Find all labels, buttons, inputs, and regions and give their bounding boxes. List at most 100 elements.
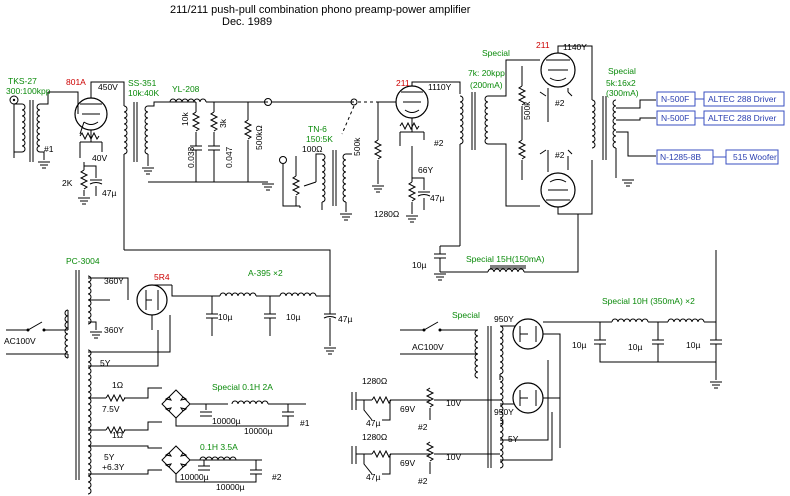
pre-supply-transformer-name: PC-3004 (66, 256, 100, 266)
tube-211-output-bottom (540, 160, 593, 215)
bias1-supply: 10V (446, 398, 461, 408)
pre-mains-switch (6, 310, 69, 358)
pre-filter-chokes (212, 292, 330, 297)
output-transformer-ratio: 5k:16x2 (606, 78, 636, 88)
power-supply-transformer (474, 325, 504, 469)
fil2-ref: #2 (272, 472, 282, 482)
power-rectifier-heater: 5Y (508, 434, 519, 444)
power-filter-cap: 10µ (412, 260, 426, 270)
input-transformer-name: TKS-27 (8, 76, 37, 86)
pre-cap-1: 10µ (218, 312, 232, 322)
fil1-cap-a: 10000µ (212, 416, 241, 426)
output-network-2: N-500F (661, 113, 689, 123)
fil1-cap-b: 10000µ (244, 426, 273, 436)
choke-15h (440, 214, 579, 273)
output-load-1: ALTEC 288 Driver (708, 94, 777, 104)
cathode-voltage-801a: 40V (92, 153, 107, 163)
pre-cap-2: 10µ (286, 312, 300, 322)
cathode-resistor-801a: 2K (62, 178, 73, 188)
pre-ac-input: AC100V (4, 336, 36, 346)
output-chain-1 (656, 91, 785, 107)
fil2-voltage-a: 5Y (104, 452, 115, 462)
power-filter-chokes-label: Special 10H (350mA) ×2 (602, 296, 695, 306)
attenuator-tn6-name: TN-6 (308, 124, 327, 134)
fil1-bridge-rectifier (161, 389, 191, 419)
pre-filter-chokes-label: A-395 ×2 (248, 268, 283, 278)
tube-211-output-top-plate: 1140Y (563, 42, 587, 52)
fil1-voltage: 7.5V (102, 404, 120, 414)
fil1-choke (231, 400, 306, 412)
output-transformer-current: (300mA) (606, 88, 639, 98)
cathode-voltage-211-preamp: 66Y (418, 165, 433, 175)
attenuator-tn6-ratio: 150:5K (306, 134, 333, 144)
bias1-resistor: 1280Ω (362, 376, 387, 386)
input-transformer-ratio: 300:100kpp (6, 86, 51, 96)
tube-211-preamp-plate: 1110Y (428, 82, 452, 92)
grid-resistor-211-preamp: 500k (352, 137, 362, 156)
power-cap-2: 10µ (628, 342, 642, 352)
power-cap-3: 10µ (686, 340, 700, 350)
bias2-resistor: 1280Ω (362, 432, 387, 442)
driver-transformer-ratio: 7k: 20kpp (468, 68, 505, 78)
fil2-choke (199, 456, 262, 470)
attenuator-tn6-value: 100Ω (302, 144, 323, 154)
driver-transformer (459, 59, 540, 246)
heater-ref-top: #2 (555, 98, 565, 108)
heater-ref-1a: #1 (44, 144, 54, 154)
phono-connector (264, 98, 378, 135)
input-jack (9, 95, 19, 158)
input-transformer (14, 92, 51, 169)
bias2-tap: 69V (400, 458, 415, 468)
fil2-voltage-b: +6.3Y (102, 462, 125, 472)
output-transformer-name: Special (608, 66, 636, 76)
output-load-3: 515 Woofer (733, 152, 777, 162)
bypass-cap-211-preamp: 47µ (430, 193, 444, 203)
output-grid-resistor: 500k (522, 101, 532, 120)
tube-211-output-top-label: 211 (536, 40, 550, 50)
output-chain-2 (656, 110, 785, 126)
rectifier-5r4-label: 5R4 (154, 272, 170, 282)
fil2-cap-a: 10000µ (180, 472, 209, 482)
bias2-supply: 10V (446, 452, 461, 462)
fil1-choke-label: Special 0.1H 2A (212, 382, 273, 392)
bias1-tap: 69V (400, 404, 415, 414)
diagram-title: 211/211 push-pull combination phono prea… (170, 4, 471, 16)
filter-network-yl208 (148, 98, 275, 191)
output-load-2: ALTEC 288 Driver (708, 113, 777, 123)
interstage-transformer-ss351 (123, 101, 196, 250)
filter-r2: 3k (218, 118, 228, 128)
tube-801a (48, 86, 108, 142)
fil1-r-bottom: 1Ω (112, 430, 123, 440)
power-cap-1: 10µ (572, 340, 586, 350)
bias1-cap: 47µ (366, 418, 380, 428)
heater-ref-2a: #2 (434, 138, 444, 148)
power-rectifier-bottom (512, 382, 560, 414)
pre-hv-tap-bottom: 360Y (104, 325, 124, 335)
fil1-ref: #1 (300, 418, 310, 428)
power-mains-switch (400, 321, 478, 355)
output-transformer (591, 96, 656, 187)
pre-supply-transformer (64, 270, 92, 495)
fil1-r-top: 1Ω (112, 380, 123, 390)
tube-801a-label: 801A (66, 77, 86, 87)
pre-hv-tap-top: 360Y (104, 276, 124, 286)
output-network-3: N-1285-8B (660, 152, 701, 162)
tube-801a-plate-voltage: 450V (98, 82, 118, 92)
tube-211-preamp (378, 81, 461, 146)
bias2-cap: 47µ (366, 472, 380, 482)
bias-network-1 (351, 387, 500, 421)
fil2-choke-label: 0.1H 3.5A (200, 442, 238, 452)
filter-yl208-name: YL-208 (172, 84, 200, 94)
fil2-cap-b: 10000µ (216, 482, 245, 492)
rectifier-5r4 (136, 284, 172, 330)
power-hv-tap-bottom: 950Y (494, 407, 514, 417)
power-rectifier-top (512, 318, 561, 448)
interstage-ss351-name: SS-351 (128, 78, 157, 88)
driver-transformer-current: (200mA) (470, 80, 503, 90)
fil2-bridge-rectifier (161, 445, 191, 475)
output-chain-3 (656, 149, 779, 165)
power-filter-chokes (600, 318, 716, 323)
filter-c2: 0.047 (224, 146, 234, 168)
power-hv-tap-top: 950Y (494, 314, 514, 324)
